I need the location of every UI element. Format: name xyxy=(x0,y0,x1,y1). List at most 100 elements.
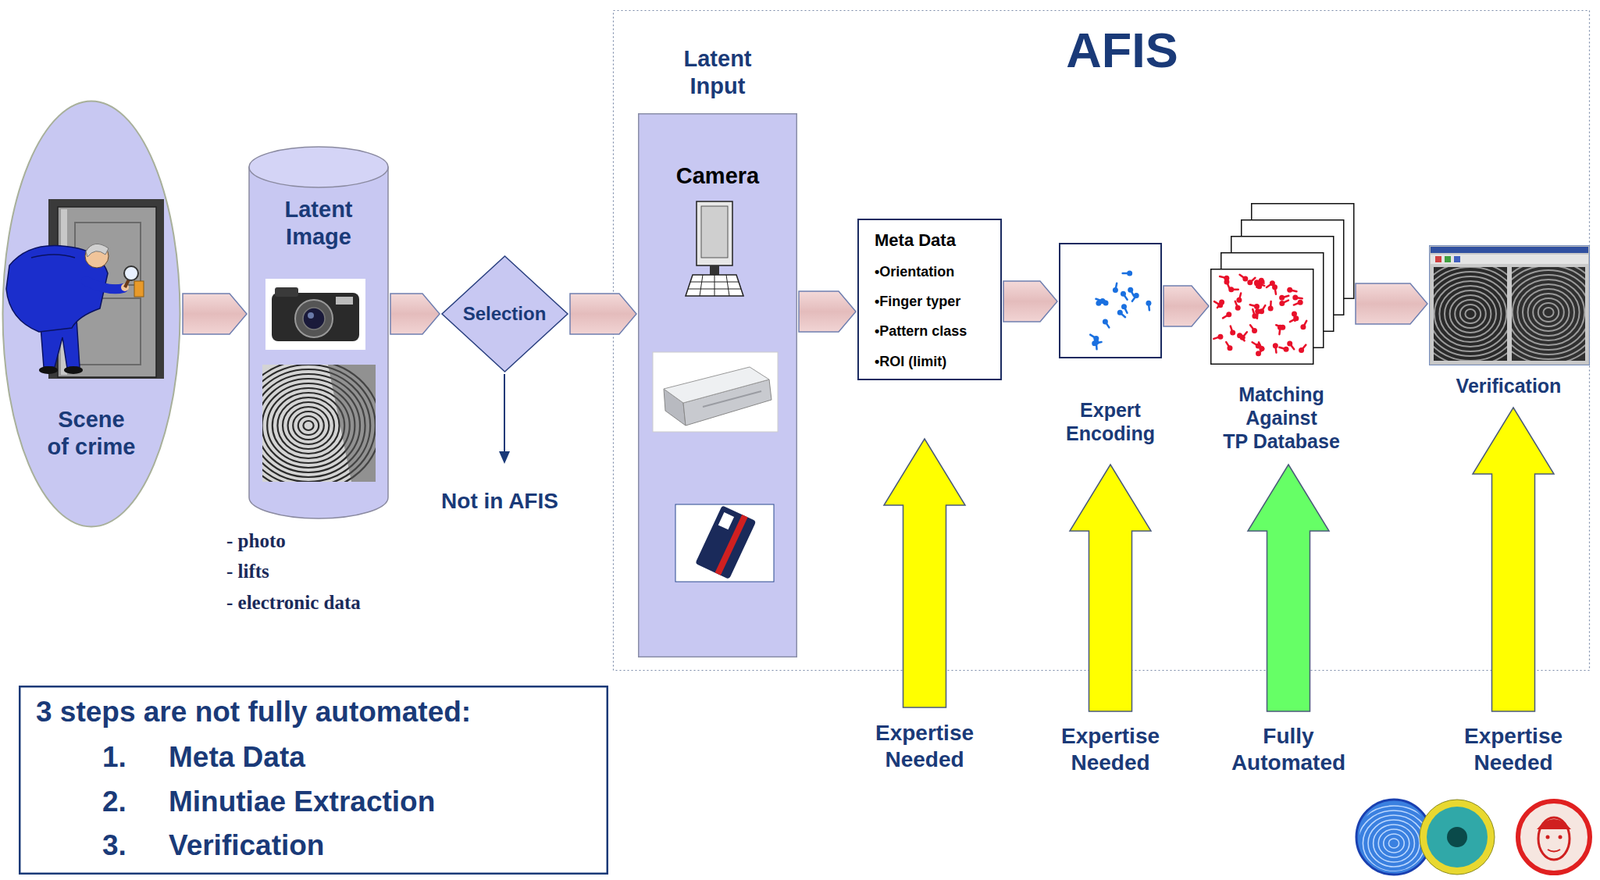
node-text-wrap: Camera xyxy=(676,162,760,190)
minutiae-blue xyxy=(1126,270,1133,276)
node-text-wrap: Expert Encoding xyxy=(1051,398,1169,446)
biometric-logos xyxy=(1546,835,1551,840)
verification-screenshot xyxy=(1511,270,1586,355)
camera-stand-icon xyxy=(699,274,703,296)
camera-stand-icon xyxy=(709,265,720,275)
node-text: Meta Data xyxy=(874,230,956,251)
not-in-afis-arrow xyxy=(503,374,506,453)
minutiae-red xyxy=(1251,327,1258,334)
minutiae-blue xyxy=(1120,291,1127,297)
node-text-wrap: 3 steps are not fully automated: xyxy=(35,694,471,730)
flow-arrow xyxy=(798,291,856,332)
camera-photo xyxy=(335,296,353,305)
verification-screenshot xyxy=(1528,293,1570,332)
node-outline xyxy=(1210,203,1355,365)
minutiae-red xyxy=(1297,299,1304,306)
node-text: Verification xyxy=(1456,374,1562,398)
verification-screenshot xyxy=(1532,298,1565,327)
investigator-figure xyxy=(124,266,139,281)
not-in-afis-arrow xyxy=(498,374,510,464)
node-outline xyxy=(1059,243,1162,358)
verification-screenshot xyxy=(1433,267,1508,361)
node-text-wrap: •Pattern class xyxy=(874,323,967,341)
biometric-logos xyxy=(1352,799,1590,880)
minutiae-red xyxy=(1242,276,1248,282)
camera-photo xyxy=(302,307,325,330)
latent-lift-photo xyxy=(262,364,376,482)
verification-screenshot xyxy=(1511,267,1586,360)
annotation-label-wrap: Expertise Needed xyxy=(1047,723,1173,776)
node-text-wrap: Meta Data xyxy=(874,230,956,251)
node-text: Latent Input xyxy=(659,45,777,100)
node-outline xyxy=(3,101,181,528)
biometric-logos xyxy=(1378,829,1410,858)
node-text-wrap: Verification xyxy=(168,828,325,863)
node-outline xyxy=(638,114,798,658)
scanner-photo xyxy=(652,352,778,432)
node-outline xyxy=(249,167,389,519)
encoding-box: Expert Encoding xyxy=(1058,242,1162,359)
biometric-logos xyxy=(1446,826,1468,848)
minutiae-red xyxy=(1217,334,1223,340)
verification-screenshot xyxy=(1430,254,1589,264)
note-box: 3 steps are not fully automated: 1. Meta D… xyxy=(18,685,609,875)
minutiae-red xyxy=(1226,345,1233,351)
latent-lift-photo xyxy=(272,392,345,459)
node-text: 1. xyxy=(102,740,127,775)
node-text-wrap: •Orientation xyxy=(874,263,955,282)
biometric-logos xyxy=(1373,824,1415,863)
node-text: •Orientation xyxy=(874,263,955,282)
node-text: •Finger typer xyxy=(874,293,961,311)
node-text: Scene of crime xyxy=(23,406,161,461)
node-outline xyxy=(613,10,1590,671)
node-text: 2. xyxy=(102,784,127,820)
annotation-label: Expertise Needed xyxy=(1450,723,1576,776)
minutiae-red xyxy=(1240,334,1246,341)
biometric-logos xyxy=(1518,801,1590,874)
latent-lift-photo xyxy=(302,420,314,431)
minutiae-red xyxy=(1272,342,1279,349)
node-text-wrap: Meta Data xyxy=(168,740,306,775)
verification-screenshot xyxy=(1433,267,1508,361)
node-text-wrap: Selection xyxy=(463,302,547,326)
verification-screenshot xyxy=(1522,288,1575,336)
verification-screenshot xyxy=(1511,267,1586,361)
minutiae-red xyxy=(1279,295,1285,301)
biometric-logos xyxy=(1536,819,1572,830)
node-outline xyxy=(858,219,1002,380)
minutiae-red xyxy=(1247,279,1253,286)
scanner-photo xyxy=(663,367,770,403)
database-stack: Matching Against TP Database xyxy=(1210,203,1355,365)
verification-screenshot xyxy=(1434,281,1507,347)
verification-screenshot xyxy=(1511,267,1586,361)
expertise-arrows xyxy=(883,407,1554,712)
node-text-wrap: •Finger typer xyxy=(874,293,961,311)
minutiae-red xyxy=(1254,303,1260,310)
verification-screenshot xyxy=(1439,285,1501,343)
minutiae-red xyxy=(1283,346,1290,353)
minutiae-red xyxy=(1255,350,1262,357)
node-outline xyxy=(249,146,389,188)
investigator-figure xyxy=(64,366,83,375)
node-text: Verification xyxy=(168,828,325,863)
memory-card-photo xyxy=(694,505,756,580)
biometric-logos xyxy=(1357,810,1430,877)
not-in-afis-arrow xyxy=(498,451,510,464)
minutiae-red xyxy=(1251,313,1258,319)
minutiae-red xyxy=(1254,279,1260,286)
minutiae-blue xyxy=(1099,298,1105,304)
verification-screenshot xyxy=(1450,295,1492,333)
expertise-arrows xyxy=(1069,464,1152,712)
biometric-logos xyxy=(1362,815,1425,872)
node-text-wrap: 1. xyxy=(102,740,127,775)
latent-lift-photo xyxy=(327,364,376,482)
camera-photo xyxy=(274,287,299,297)
annotation-label-wrap: Expertise Needed xyxy=(862,719,988,773)
minutiae-blue xyxy=(1102,318,1109,325)
expertise-arrows xyxy=(1247,464,1330,712)
biometric-logos xyxy=(1547,849,1561,852)
annotation-label: - photo xyxy=(226,529,286,553)
verification-screenshot xyxy=(1433,271,1508,357)
verification-screenshot xyxy=(1444,290,1497,338)
flow-arrow xyxy=(570,293,637,335)
